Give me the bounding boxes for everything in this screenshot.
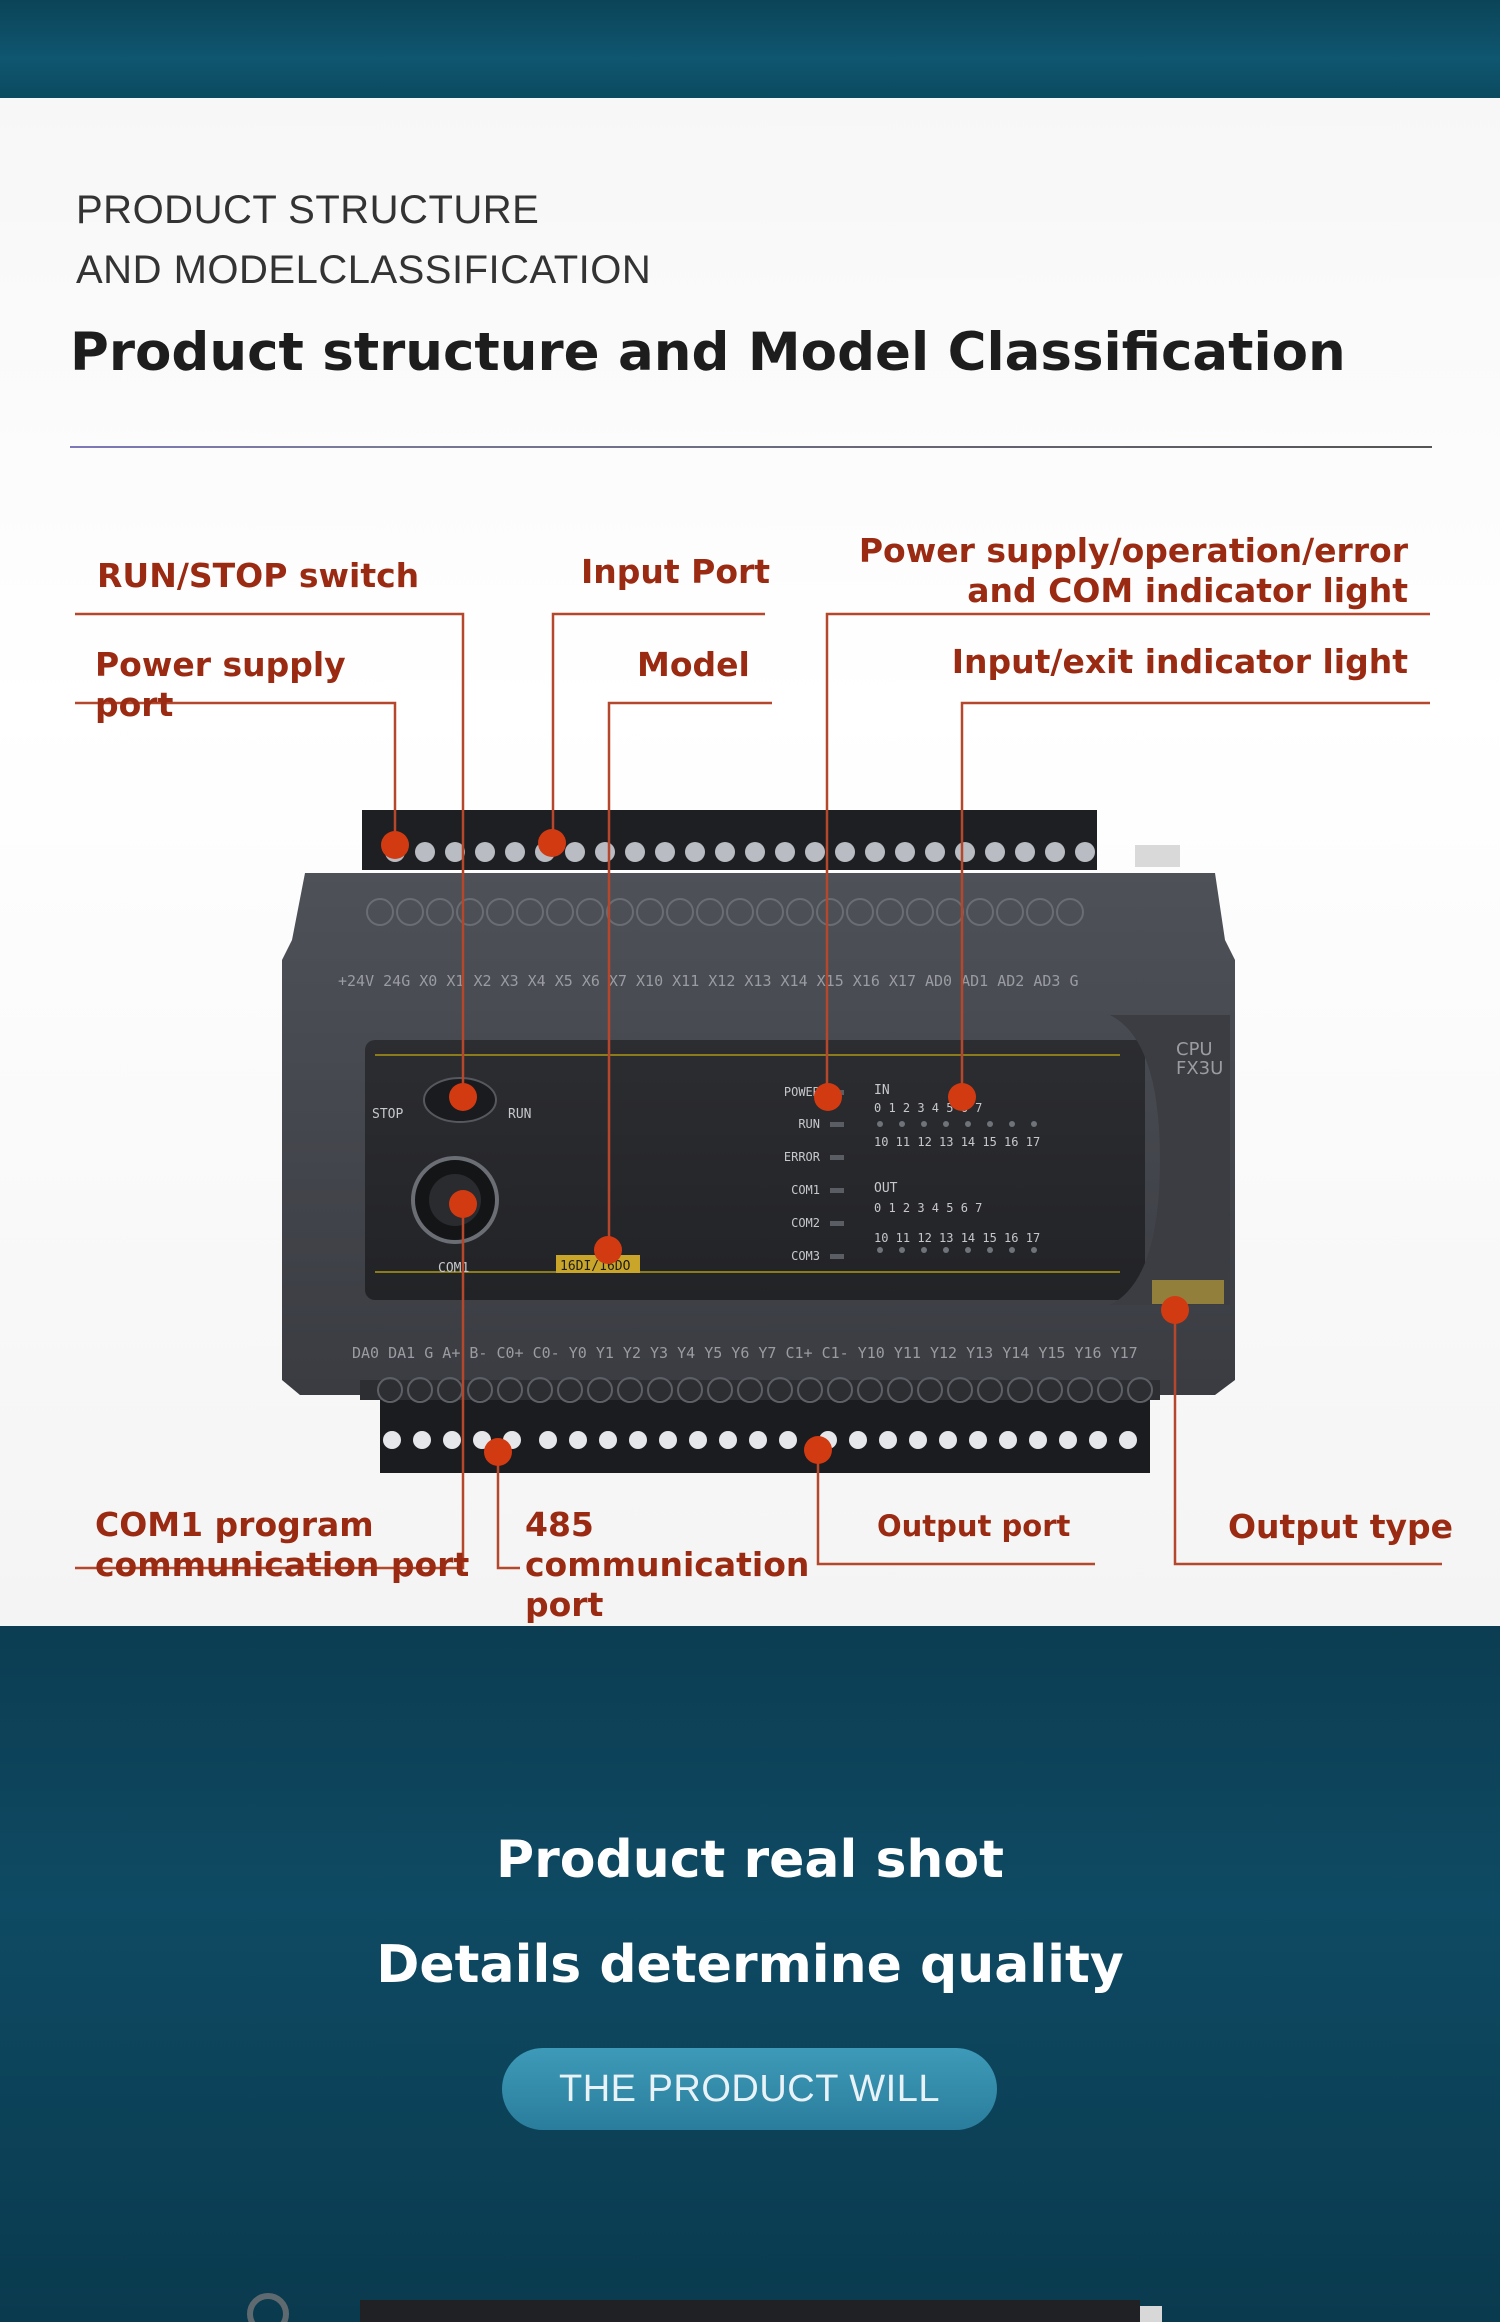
- leader-output-type: [1173, 1310, 1442, 1566]
- leader-indicator: [825, 612, 1430, 1098]
- output-type-tag: [1152, 1280, 1224, 1304]
- indicator-run: RUN: [798, 1117, 820, 1131]
- next-product-peek: [247, 2293, 1162, 2322]
- product-pill: THE PRODUCT WILL: [502, 2048, 997, 2130]
- label-485-line2: communication: [525, 1545, 810, 1584]
- label-indicator-light: Power supply/operation/error and COM ind…: [830, 531, 1408, 611]
- in-label: IN: [874, 1083, 890, 1098]
- label-com1-line1: COM1 program: [95, 1505, 374, 1544]
- cpu-line1: CPU: [1176, 1039, 1213, 1060]
- label-output-type: Output type: [1228, 1507, 1453, 1546]
- top-terminal-labels: +24V 24G X0 X1 X2 X3 X4 X5 X6 X7 X10 X11…: [338, 972, 1079, 990]
- leader-input-port: [551, 612, 765, 845]
- terminal-number-row: [366, 898, 1084, 926]
- kicker-line1: PRODUCT STRUCTURE: [76, 188, 540, 232]
- label-input-port: Input Port: [581, 552, 771, 591]
- indicator-com3: COM3: [791, 1249, 820, 1263]
- label-power-supply-port: Power supply port: [95, 645, 346, 725]
- indicator-power: POWER: [784, 1085, 821, 1099]
- label-485-line1: 485: [525, 1505, 594, 1544]
- promo-line2: Details determine quality: [376, 1935, 1124, 1995]
- dot-io-indicator: [948, 1083, 976, 1111]
- structure-diagram: +24V 24G X0 X1 X2 X3 X4 X5 X6 X7 X10 X11…: [75, 612, 1442, 1570]
- peek-terminal-block: [360, 2300, 1140, 2322]
- plc-front-panel: [365, 1040, 1145, 1300]
- indicator-com1: COM1: [791, 1183, 820, 1197]
- leader-run-stop: [75, 612, 465, 1097]
- label-indicator-line1: Power supply/operation/error: [858, 531, 1408, 570]
- leader-model: [607, 701, 772, 1252]
- panel-bevel: [1110, 1015, 1230, 1305]
- out-row1: 0 1 2 3 4 5 6 7: [874, 1201, 982, 1215]
- dot-output-type: [1161, 1296, 1189, 1324]
- dot-run-stop: [449, 1083, 477, 1111]
- kicker-line2: AND MODELCLASSIFICATION: [76, 248, 652, 292]
- run-label: RUN: [508, 1107, 531, 1122]
- label-output-port: Output port: [877, 1509, 1071, 1543]
- leader-io-indicator: [960, 701, 1430, 1097]
- io-leds: [877, 1121, 1037, 1253]
- label-run-stop-switch: RUN/STOP switch: [97, 556, 420, 595]
- leader-power-supply: [75, 701, 397, 848]
- dot-model: [594, 1236, 622, 1264]
- page-title: Product structure and Model Classificati…: [70, 322, 1346, 383]
- cpu-line2: FX3U: [1176, 1058, 1223, 1079]
- leader-485: [496, 1452, 520, 1570]
- dot-output-port: [804, 1436, 832, 1464]
- indicator-error: ERROR: [784, 1150, 821, 1164]
- label-com1-line2: communication port: [95, 1545, 470, 1584]
- plc-device: [282, 810, 1235, 1473]
- dot-power-supply: [381, 831, 409, 859]
- dot-indicator: [814, 1083, 842, 1111]
- label-com1-port: COM1 program communication port: [95, 1505, 469, 1585]
- top-band: [0, 0, 1500, 98]
- label-indicator-line2: and COM indicator light: [967, 571, 1408, 610]
- indicator-com2: COM2: [791, 1216, 820, 1230]
- bottom-number-row: [377, 1377, 1153, 1403]
- marker-dots: [381, 829, 1189, 1466]
- label-485-line3: port: [525, 1585, 604, 1624]
- label-485-port: 485 communication port: [525, 1505, 809, 1625]
- device-text: +24V 24G X0 X1 X2 X3 X4 X5 X6 X7 X10 X11…: [338, 972, 1223, 1362]
- label-io-indicator: Input/exit indicator light: [951, 642, 1408, 681]
- leader-output-port: [816, 1450, 1095, 1566]
- label-model: Model: [637, 645, 750, 684]
- dot-com1: [449, 1190, 477, 1218]
- model-tag: 16DI/16DO: [560, 1259, 631, 1274]
- peek-latch: [1140, 2306, 1162, 2322]
- bottom-terminal-labels: DA0 DA1 G A+ B- C0+ C0- Y0 Y1 Y2 Y3 Y4 Y…: [352, 1344, 1138, 1362]
- dot-485: [484, 1438, 512, 1466]
- in-row2: 10 11 12 13 14 15 16 17: [874, 1135, 1040, 1149]
- promo-line1: Product real shot: [496, 1830, 1004, 1890]
- top-terminal-block: [362, 810, 1097, 870]
- model-tag-bg: [556, 1255, 640, 1273]
- peek-ring: [247, 2293, 289, 2322]
- out-row2: 10 11 12 13 14 15 16 17: [874, 1231, 1040, 1245]
- dot-input-port: [538, 829, 566, 857]
- side-latch: [1135, 845, 1180, 867]
- title-divider: [70, 446, 1432, 448]
- label-power-line1: Power supply: [95, 645, 346, 684]
- leader-com1: [75, 1204, 465, 1570]
- label-power-line2: port: [95, 685, 174, 724]
- promo-section: [0, 1626, 1500, 2322]
- out-label: OUT: [874, 1181, 898, 1196]
- stop-label: STOP: [372, 1107, 403, 1122]
- com1-label: COM1: [438, 1261, 469, 1276]
- leader-lines: [75, 612, 1442, 1570]
